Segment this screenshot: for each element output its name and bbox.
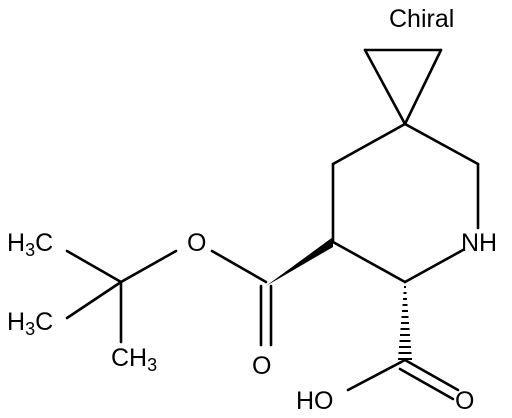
ring-bond-c5-c6	[331, 240, 407, 284]
tbutyl-left-methyl-bond	[65, 280, 123, 320]
ring-bond-spiro-c4	[331, 122, 407, 166]
acid-carbonyl-bond-1	[403, 358, 460, 392]
methyl-lower-left-label: H3C	[7, 308, 53, 339]
stereo-wedge-ester	[266, 237, 333, 286]
ester-carbonyl-oxygen-label: O	[252, 352, 271, 380]
ester-c-o-bond	[210, 249, 268, 284]
cyclopropane-bond-left	[363, 48, 407, 126]
acid-carbonyl-oxygen-label: O	[455, 387, 474, 415]
stereo-hash-wedge-acid	[398, 286, 412, 360]
acid-hydroxyl-label: HO	[296, 387, 334, 415]
ring-bond-c2-spiro	[403, 122, 480, 166]
ester-o-tbutyl-bond	[119, 249, 178, 284]
methyl-bottom-label: CH3	[111, 344, 157, 375]
methyl-upper-label: H3C	[7, 229, 53, 260]
tbutyl-upper-methyl-bond	[65, 249, 123, 284]
chiral-label: Chiral	[389, 5, 454, 33]
cyclopropane-bond-right	[403, 48, 443, 126]
acid-carbonyl-bond-2	[398, 367, 455, 401]
nh-label: NH	[461, 229, 497, 257]
acid-c-oh-bond	[346, 358, 407, 392]
ester-oxygen-label: O	[187, 229, 206, 257]
ring-bond-c6-n	[403, 248, 465, 284]
